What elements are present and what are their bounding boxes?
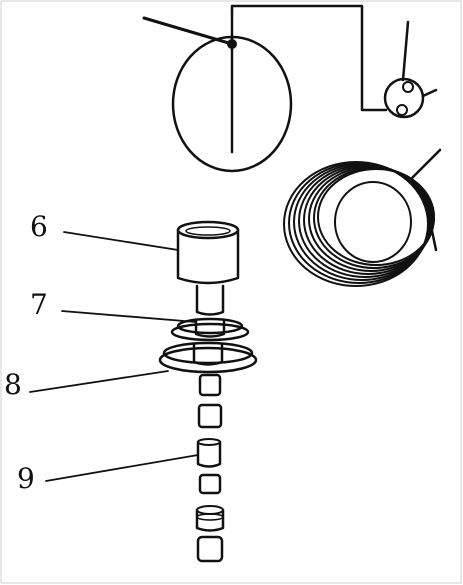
socket-body: [383, 77, 425, 119]
callout-label-6: 6: [30, 210, 48, 243]
segment-5-body: [195, 508, 225, 532]
segment-4: [198, 473, 222, 495]
pulley-flange: [158, 341, 258, 374]
segment-6: [196, 535, 224, 563]
socket-lead: [421, 88, 438, 98]
segment-5-top: [196, 505, 224, 515]
leader-line-7: [61, 310, 197, 323]
socket-pin-upper: [402, 81, 414, 93]
sleeve-top-rim: [176, 220, 240, 240]
coil-lead: [410, 148, 442, 180]
collar: [170, 317, 250, 342]
leader-line-8: [29, 370, 169, 393]
coil-ring-8: [317, 168, 435, 266]
journal-body: [195, 284, 225, 316]
flange-disc-top: [162, 341, 254, 365]
segment-2: [197, 403, 223, 429]
terminal-lead: [401, 20, 410, 82]
segment-3-body: [196, 440, 222, 468]
sleeve-inner-rim: [185, 226, 231, 236]
flange-hub: [192, 342, 224, 366]
segment-1: [198, 373, 222, 397]
pivot-point: [227, 39, 237, 49]
callout-label-8: 8: [4, 368, 22, 401]
pivot-arm: [142, 16, 234, 46]
coupling-socket: [383, 77, 438, 119]
flange-disc-bottom: [158, 346, 258, 374]
shaft-journal: [195, 284, 225, 316]
rotor-disc: [142, 8, 293, 173]
coil-spring: [283, 148, 442, 287]
socket-pin-lower: [396, 104, 408, 116]
coil-inner-opening: [334, 181, 412, 263]
circuit-wire: [230, 4, 388, 112]
shaft-segments: [195, 373, 225, 563]
collar-hub: [194, 318, 226, 338]
callout-label-7: 7: [30, 288, 48, 321]
callout-label-9: 9: [17, 462, 35, 495]
segment-3-top: [197, 438, 221, 446]
collar-disc-lower: [170, 322, 250, 342]
sleeve-body: [176, 228, 240, 285]
collar-disc-upper: [176, 317, 244, 335]
coil-tail: [429, 224, 438, 252]
segment-5-groove: [196, 513, 224, 521]
leader-line-9: [45, 454, 199, 482]
cylindrical-sleeve: [176, 220, 240, 285]
leader-line-6: [63, 231, 179, 251]
wiring-circuit: [230, 4, 410, 112]
